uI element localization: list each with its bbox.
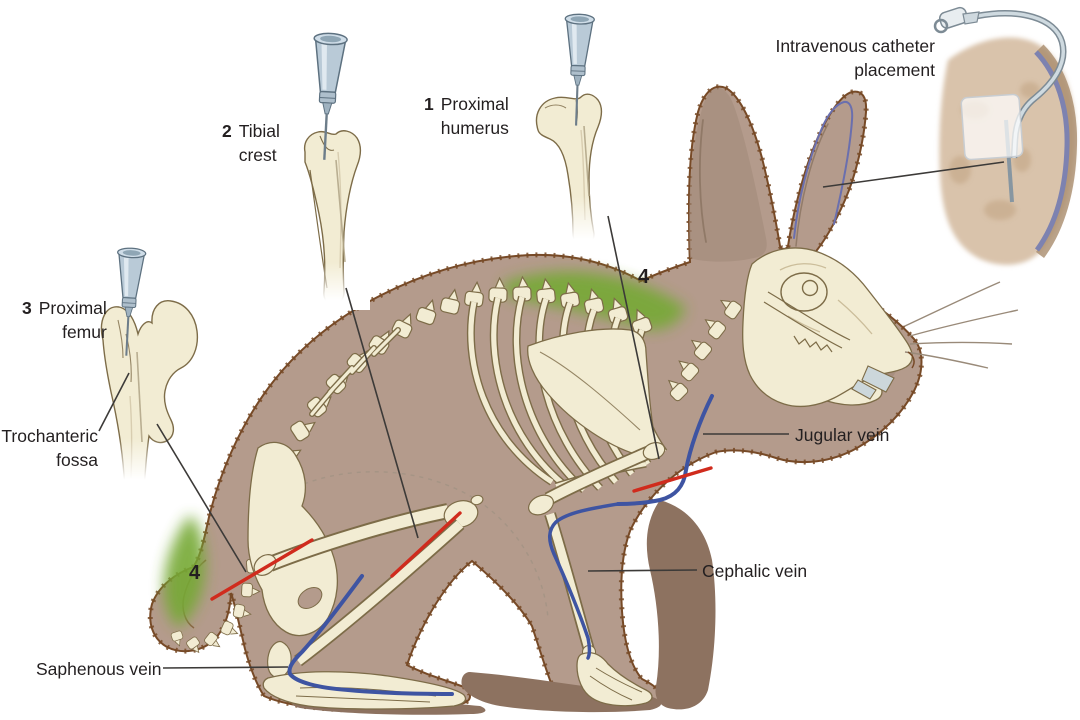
humerus-bone xyxy=(528,441,666,516)
label-trochanteric-fossa: Trochanteric fossa xyxy=(1,426,98,470)
label-site2-tibial-crest: 2 Tibial crest xyxy=(222,121,280,165)
pointer-trochanteric-fossa xyxy=(98,372,130,432)
needle-track-femur xyxy=(136,351,143,443)
label-site4-neck: 4 xyxy=(638,266,650,288)
calcaneus xyxy=(267,640,292,679)
cheek-teeth xyxy=(793,335,833,353)
shadow-far-foreleg xyxy=(646,500,716,710)
femur-inset xyxy=(90,246,210,490)
label-intravenous-catheter-placement: Intravenous catheter placement xyxy=(775,36,935,80)
iv-tape xyxy=(960,93,1024,161)
skeleton xyxy=(170,247,913,710)
patella xyxy=(470,494,484,506)
label-site1-proximal-humerus: 1 Proximal humerus xyxy=(424,94,509,138)
saphenous-vein-path xyxy=(287,574,454,696)
iv-catheter-inset xyxy=(933,6,1078,265)
haunch-muscle-outline xyxy=(271,471,549,619)
far-ear-shading xyxy=(689,87,767,262)
iv-ear-vein xyxy=(1034,50,1070,252)
eye-socket xyxy=(780,272,828,312)
veins xyxy=(287,100,854,696)
zygomatic-arch xyxy=(763,291,851,349)
pointer-proximal-humerus xyxy=(607,215,660,460)
obturator-foramen xyxy=(297,587,323,609)
pointer-cephalic-vein xyxy=(587,569,698,572)
site1-number: 1 xyxy=(424,94,434,114)
tibia-inset-bone xyxy=(303,130,362,305)
whiskers xyxy=(904,281,1019,369)
lumbar-processes xyxy=(309,327,401,417)
elbow-joint xyxy=(528,494,554,516)
nostril-line xyxy=(907,351,915,369)
tibia-bone xyxy=(267,519,465,679)
highlight-rump-tail xyxy=(163,516,206,628)
site2-number: 2 xyxy=(222,121,232,141)
pointer-lines xyxy=(98,161,1005,669)
front-paw-bones xyxy=(576,652,653,707)
jugular-vein-path xyxy=(616,394,714,506)
pointer-tibial-crest xyxy=(345,287,419,539)
near-ear-inner-line xyxy=(795,123,829,247)
label-jugular-vein: Jugular vein xyxy=(795,425,890,445)
iv-injection-cap xyxy=(933,6,980,34)
marginal-ear-vein-path xyxy=(793,100,854,239)
label-cephalic-vein: Cephalic vein xyxy=(702,561,808,581)
cephalic-vein-path xyxy=(548,502,620,660)
humerus-inset xyxy=(526,12,610,250)
site3-number: 3 xyxy=(22,298,32,318)
far-ear-inner-line xyxy=(698,119,707,243)
io-catheter-line-tibia xyxy=(390,511,462,578)
needle-track-tibia xyxy=(335,159,346,263)
needle-track-humerus xyxy=(583,125,590,197)
tibia-inset xyxy=(296,31,370,310)
label-site3-proximal-femur: 3 Proximal femur xyxy=(22,298,107,342)
skull xyxy=(742,247,913,408)
incisors xyxy=(861,365,895,393)
label-saphenous-vein: Saphenous vein xyxy=(36,659,162,679)
io-catheter-line-humerus xyxy=(632,466,713,493)
pelvis xyxy=(247,441,339,637)
io-catheter-lines xyxy=(210,466,713,601)
label-site4-tail: 4 xyxy=(189,562,201,584)
pointer-proximal-femur xyxy=(156,423,247,573)
io-catheter-line-femur xyxy=(210,538,314,601)
pointer-saphenous-vein xyxy=(162,666,289,669)
pointer-iv-inset xyxy=(822,161,1005,188)
